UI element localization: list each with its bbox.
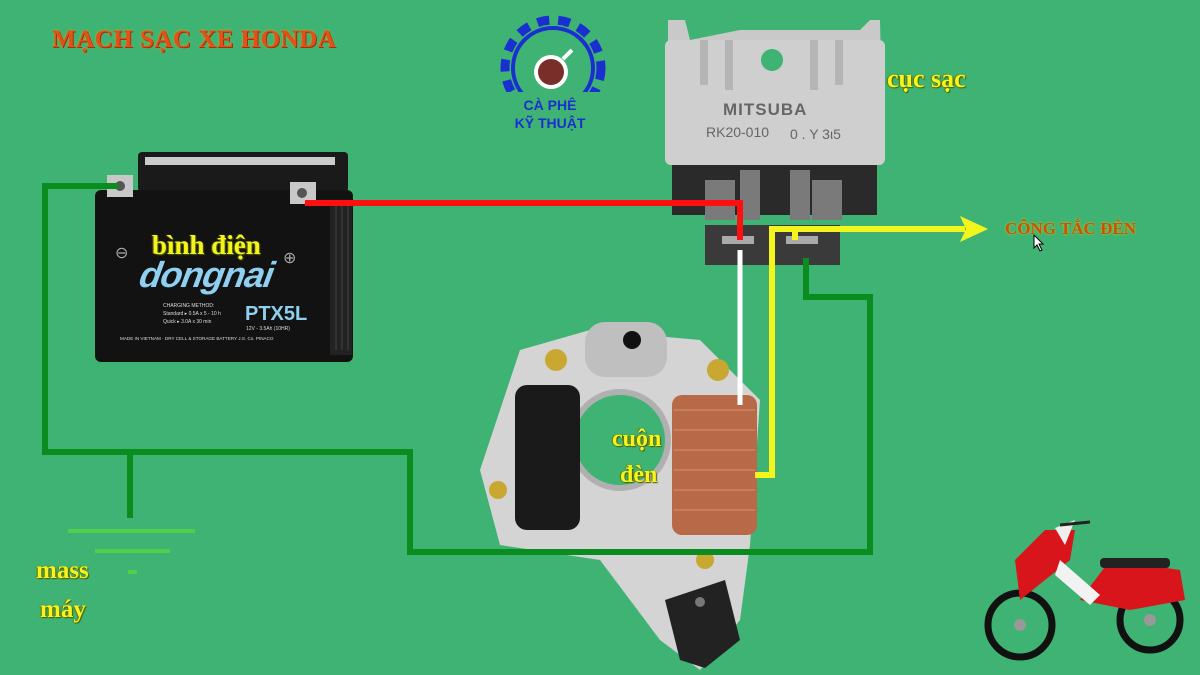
battery-minus-icon: ⊖ bbox=[115, 245, 129, 262]
regulator-label: cục sạc bbox=[887, 64, 966, 93]
arrow-right-icon bbox=[960, 216, 988, 242]
battery-model: PTX5L bbox=[245, 303, 308, 325]
diagram-title: MẠCH SẠC XE HONDA bbox=[52, 26, 337, 53]
battery-rating: 12V - 3.5Ah (10HR) bbox=[246, 326, 290, 332]
lighting-wire bbox=[755, 226, 965, 478]
battery-positive-wire bbox=[305, 200, 743, 240]
ground-wire bbox=[42, 183, 873, 555]
battery-charging-standard: Standard ▸ 0.5A x 5 - 10 h bbox=[163, 311, 221, 317]
battery-footer: MADE IN VIETNAM · DRY CELL & STORAGE BAT… bbox=[120, 336, 274, 341]
battery-charging-quick: Quick ▸ 3.0A x 30 min bbox=[163, 319, 212, 325]
battery-brand: dongnai bbox=[136, 254, 277, 295]
ground-label-line1: mass bbox=[36, 557, 89, 584]
coil-label-line2: đèn bbox=[620, 462, 658, 488]
logo-gear-icon bbox=[500, 15, 606, 142]
logo-text-line2: KỸ THUẬT bbox=[514, 115, 586, 131]
coil-label-line1: cuộn bbox=[612, 426, 662, 452]
battery-plus-icon: ⊕ bbox=[283, 250, 297, 267]
ground-symbol-icon bbox=[68, 529, 195, 574]
battery-label: bình điện bbox=[152, 230, 261, 260]
regulator-code: 0 . Y 3ι5 bbox=[790, 126, 841, 142]
regulator-brand: MITSUBA bbox=[723, 100, 808, 119]
battery-image bbox=[95, 152, 353, 362]
battery-charging-title: CHARGING METHOD: bbox=[163, 303, 215, 309]
ground-label-line2: máy bbox=[40, 596, 86, 623]
mouse-cursor-icon bbox=[1033, 233, 1045, 252]
logo-text-line1: CÀ PHÊ bbox=[523, 97, 577, 113]
light-switch-label: CÔNG TẮC ĐÈN bbox=[1005, 219, 1136, 238]
motorbike-image bbox=[984, 520, 1185, 661]
stator-coil-image bbox=[480, 322, 760, 670]
regulator-model: RK20-010 bbox=[706, 124, 770, 140]
